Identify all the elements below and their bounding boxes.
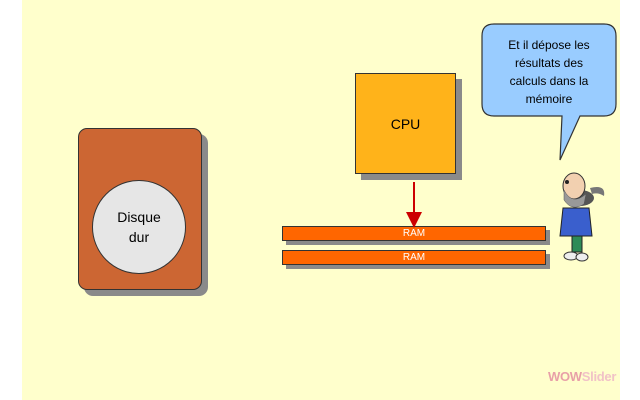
character-beard — [563, 189, 587, 208]
bubble-line: résultats des — [514, 56, 584, 70]
wowslider-logo: WOWSlider — [548, 369, 616, 384]
ram-bar-2-label: RAM — [402, 252, 426, 263]
ram-bar-1-label: RAM — [402, 228, 426, 239]
disk-label-line2: dur — [128, 229, 150, 245]
character-eye — [565, 180, 569, 184]
speech-bubble — [481, 23, 617, 161]
ram-bar-2: RAM — [282, 250, 546, 265]
character-illustration — [559, 172, 605, 262]
disk-label: Disque dur — [117, 207, 161, 247]
disk-platter: Disque dur — [92, 180, 186, 274]
hard-disk: Disque dur — [78, 128, 202, 290]
cpu-box: CPU — [355, 73, 456, 174]
logo-part-slider: Slider — [581, 369, 617, 384]
disk-label-line1: Disque — [117, 209, 161, 225]
character-shirt — [559, 207, 593, 237]
logo-part-wow: WOW — [548, 369, 582, 384]
bubble-line: Et il dépose les — [508, 38, 590, 52]
character-pants — [571, 235, 583, 253]
bubble-line: calculs dans la — [509, 74, 589, 88]
character-right-shoe — [575, 252, 589, 262]
character-ponytail — [590, 187, 605, 196]
speech-bubble-text: Et il dépose les résultats des calculs d… — [492, 36, 606, 108]
cpu-label: CPU — [390, 115, 421, 132]
bubble-line: mémoire — [525, 92, 573, 106]
